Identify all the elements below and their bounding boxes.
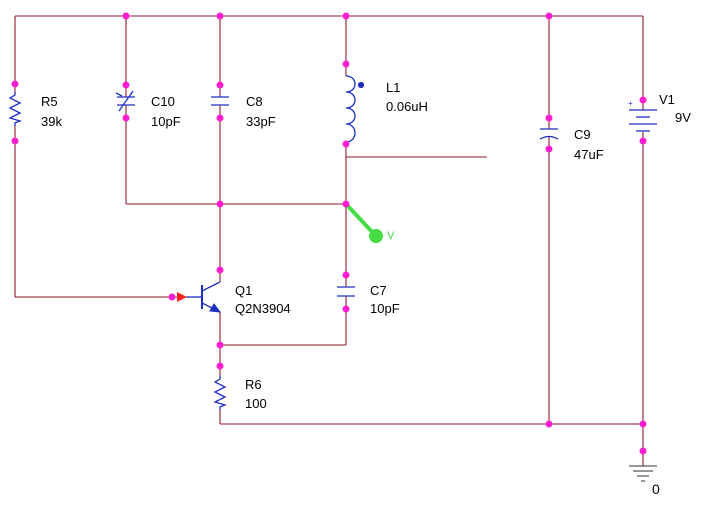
- node-dot[interactable]: [216, 362, 224, 370]
- node-dot[interactable]: [639, 447, 647, 455]
- node-dot[interactable]: [342, 200, 350, 208]
- resistor-r6-symbol: [213, 376, 227, 410]
- inductor-l1-dot: [357, 81, 365, 89]
- capacitor-c9[interactable]: C9 47uF: [539, 127, 604, 162]
- ground-symbol[interactable]: 0: [629, 465, 660, 497]
- node-dot[interactable]: [216, 341, 224, 349]
- node-dot[interactable]: [639, 96, 647, 104]
- transistor-q1-name: Q1: [235, 283, 252, 298]
- capacitor-c7-name: C7: [370, 283, 387, 298]
- node-dot[interactable]: [545, 420, 553, 428]
- battery-v1-value: 9V: [675, 110, 691, 125]
- node-dot[interactable]: [545, 114, 553, 122]
- capacitor-c9-name: C9: [574, 127, 591, 142]
- resistor-r6[interactable]: R6 100: [213, 376, 267, 411]
- base-marker-icon: [177, 292, 187, 302]
- capacitor-c10-trim-tick: [115, 92, 123, 97]
- transistor-q1-emitter-arrow: [209, 303, 222, 313]
- node-dot[interactable]: [639, 420, 647, 428]
- inductor-l1-coil: [345, 75, 356, 143]
- node-dot[interactable]: [342, 305, 350, 313]
- wires: [14, 15, 644, 466]
- resistor-r6-name: R6: [245, 377, 262, 392]
- node-dot[interactable]: [342, 12, 350, 20]
- node-dot[interactable]: [168, 293, 176, 301]
- node-dot[interactable]: [216, 114, 224, 122]
- node-dot[interactable]: [122, 12, 130, 20]
- node-dot[interactable]: [639, 137, 647, 145]
- inductor-l1-name: L1: [386, 80, 400, 95]
- transistor-q1[interactable]: Q1 Q2N3904: [177, 281, 291, 316]
- battery-v1-plus: +: [628, 99, 633, 108]
- node-dot[interactable]: [216, 266, 224, 274]
- ground-label: 0: [652, 481, 660, 497]
- node-dot[interactable]: [122, 81, 130, 89]
- capacitor-c7[interactable]: C7 10pF: [337, 283, 400, 316]
- resistor-r5-name: R5: [41, 94, 58, 109]
- capacitor-c10-value: 10pF: [151, 114, 181, 129]
- inductor-l1[interactable]: L1 0.06uH: [345, 75, 428, 143]
- node-dot[interactable]: [11, 137, 19, 145]
- node-dot[interactable]: [545, 145, 553, 153]
- voltage-probe-icon: [369, 229, 383, 243]
- capacitor-c10-name: C10: [151, 94, 175, 109]
- node-dot[interactable]: [216, 12, 224, 20]
- battery-v1[interactable]: + V1 9V: [628, 92, 691, 132]
- capacitor-c7-value: 10pF: [370, 301, 400, 316]
- node-dot[interactable]: [216, 81, 224, 89]
- transistor-q1-collector: [201, 281, 221, 292]
- nodes: [11, 12, 647, 455]
- node-dot[interactable]: [342, 271, 350, 279]
- capacitor-c9-value: 47uF: [574, 147, 604, 162]
- node-dot[interactable]: [122, 114, 130, 122]
- capacitor-c8-name: C8: [246, 94, 263, 109]
- node-dot[interactable]: [342, 60, 350, 68]
- node-dot[interactable]: [11, 80, 19, 88]
- resistor-r5[interactable]: R5 39k: [8, 92, 62, 129]
- capacitor-c8-value: 33pF: [246, 114, 276, 129]
- resistor-r6-value: 100: [245, 396, 267, 411]
- node-dot[interactable]: [342, 140, 350, 148]
- voltage-probe-stem: [344, 202, 376, 236]
- resistor-r5-symbol: [8, 92, 22, 126]
- capacitor-c8[interactable]: C8 33pF: [211, 94, 276, 129]
- capacitor-c10-trim-arrow: [118, 90, 134, 112]
- node-dot[interactable]: [216, 200, 224, 208]
- inductor-l1-value: 0.06uH: [386, 99, 428, 114]
- capacitor-c9-plate-bottom: [539, 135, 559, 140]
- node-dot[interactable]: [545, 12, 553, 20]
- battery-v1-name: V1: [659, 92, 675, 107]
- voltage-probe[interactable]: V: [344, 202, 395, 243]
- voltage-probe-label: V: [387, 230, 395, 242]
- resistor-r5-value: 39k: [41, 114, 62, 129]
- transistor-q1-value: Q2N3904: [235, 301, 291, 316]
- capacitor-c10[interactable]: C10 10pF: [115, 90, 181, 129]
